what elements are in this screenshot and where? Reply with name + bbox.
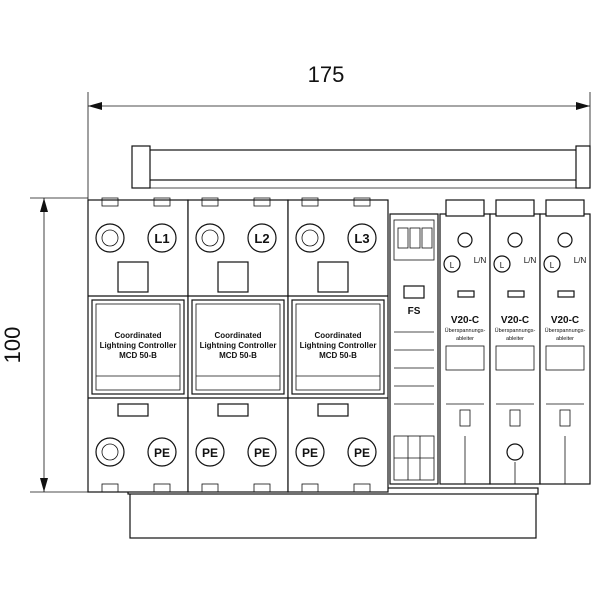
v20-2-terminal-l: L	[500, 261, 505, 270]
mcd-module-3	[287, 197, 389, 493]
mcd-3-label-line3: MCD 50-B	[319, 351, 357, 360]
height-dimension: 100	[0, 197, 130, 493]
mcd-3-label-line1: Coordinated	[314, 331, 361, 340]
terminal-label-pe-2: PE	[202, 446, 218, 460]
terminal-label-pe-5: PE	[354, 446, 370, 460]
mcd-2-label-line2: Lightning Controller	[200, 341, 277, 350]
v20-module-3	[539, 199, 591, 485]
fs-module	[389, 213, 439, 485]
mcd-2-label-line1: Coordinated	[214, 331, 261, 340]
mcd-module-1	[87, 197, 189, 493]
mcd-module-2	[187, 197, 289, 493]
v20-3-terminal-l: L	[550, 261, 555, 270]
terminal-label-l2: L2	[254, 231, 269, 246]
mcd-2-label-line3: MCD 50-B	[219, 351, 257, 360]
fs-label: FS	[408, 306, 421, 317]
terminal-label-pe-4: PE	[302, 446, 318, 460]
terminal-label-l3: L3	[354, 231, 369, 246]
v20-1-title: V20-C	[451, 315, 479, 326]
top-busbar	[131, 145, 591, 189]
v20-1-terminal-ln: L/N	[474, 256, 487, 265]
v20-1-terminal-l: L	[450, 261, 455, 270]
terminal-label-pe-1: PE	[154, 446, 170, 460]
v20-1-sub-line2: ableiter	[456, 336, 474, 342]
mcd-3-label-line2: Lightning Controller	[300, 341, 377, 350]
terminal-label-pe-3: PE	[254, 446, 270, 460]
mcd-1-label-line2: Lightning Controller	[100, 341, 177, 350]
v20-2-title: V20-C	[501, 315, 529, 326]
v20-2-sub-line2: ableiter	[506, 336, 524, 342]
mcd-1-label-line1: Coordinated	[114, 331, 161, 340]
bottom-rail	[127, 487, 539, 539]
height-dimension-label: 100	[0, 327, 25, 364]
v20-3-sub-line1: Überspannungs-	[545, 327, 586, 334]
v20-3-title: V20-C	[551, 315, 579, 326]
v20-3-terminal-ln: L/N	[574, 256, 587, 265]
v20-1-sub-line1: Überspannungs-	[445, 327, 486, 334]
v20-module-1	[439, 199, 491, 485]
v20-2-sub-line1: Überspannungs-	[495, 327, 536, 334]
mcd-1-label-line3: MCD 50-B	[119, 351, 157, 360]
v20-2-terminal-ln: L/N	[524, 256, 537, 265]
width-dimension-label: 175	[308, 62, 345, 87]
v20-3-sub-line2: ableiter	[556, 336, 574, 342]
v20-module-2	[489, 199, 541, 485]
terminal-label-l1: L1	[154, 231, 169, 246]
width-dimension: 175	[87, 62, 591, 205]
